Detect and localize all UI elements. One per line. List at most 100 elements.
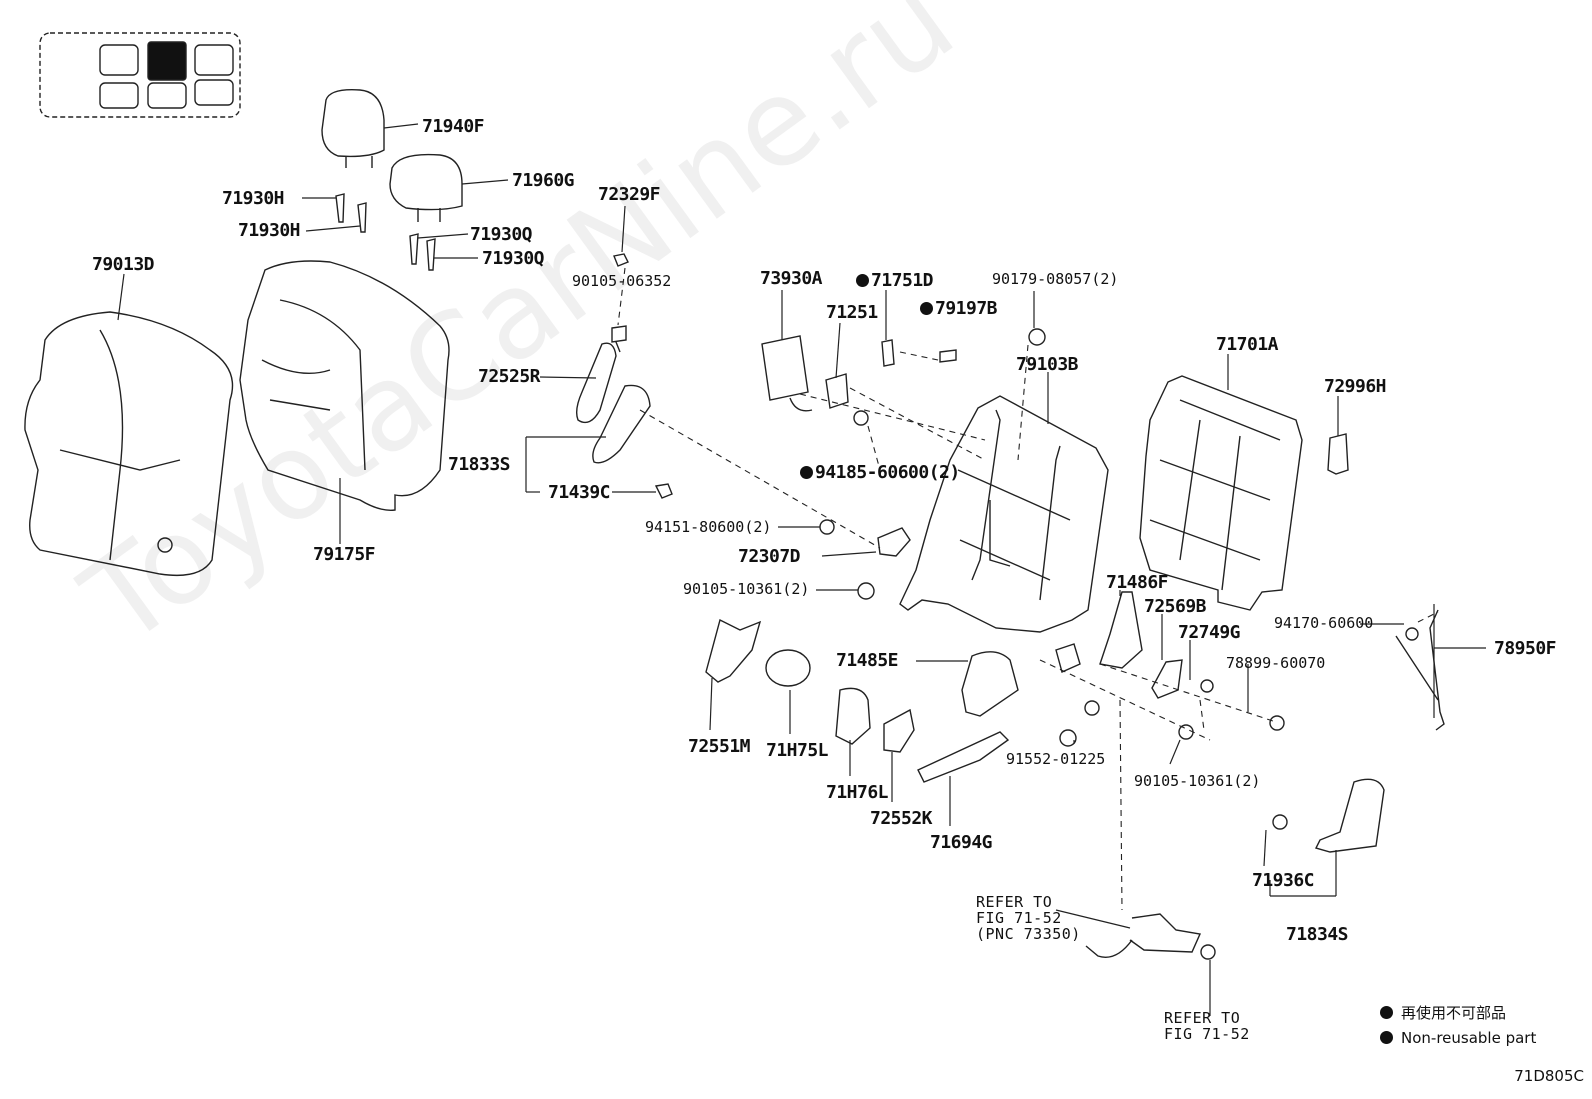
label-72569B[interactable]: 72569B — [1144, 596, 1207, 617]
part-71486F — [1099, 591, 1143, 669]
bolt-90105-10361 — [857, 582, 875, 600]
non-reusable-icon — [1380, 1031, 1393, 1044]
label-78950F[interactable]: 78950F — [1494, 638, 1557, 659]
label-71833S[interactable]: 71833S — [448, 454, 511, 475]
label-71930Q-b[interactable]: 71930Q — [482, 248, 545, 269]
legend-text-jp: 再使用不可部品 — [1401, 1004, 1507, 1022]
label-71439C[interactable]: 71439C — [548, 482, 611, 503]
refer-note-line: REFER TO — [1164, 1009, 1241, 1027]
label-72525R[interactable]: 72525R — [478, 366, 541, 387]
module-73930A — [761, 335, 813, 412]
label-71486F[interactable]: 71486F — [1106, 572, 1169, 593]
label-72996H[interactable]: 72996H — [1324, 376, 1387, 397]
bolt-78899 — [1269, 715, 1285, 731]
label-71H76L[interactable]: 71H76L — [826, 782, 889, 803]
label-71940F[interactable]: 71940F — [422, 116, 485, 137]
legend-item-jp: 再使用不可部品 — [1380, 1002, 1536, 1023]
legend: 再使用不可部品 Non-reusable part — [1380, 1002, 1536, 1053]
non-reusable-icon — [856, 274, 869, 287]
nut-94151 — [819, 519, 835, 535]
nut-94170 — [1405, 627, 1419, 641]
label-72307D[interactable]: 72307D — [738, 546, 801, 567]
clip-72329F — [613, 253, 629, 267]
cover-71834S — [1314, 778, 1385, 853]
figure-code: 71D805C — [1514, 1067, 1584, 1085]
cover-71485E — [961, 651, 1019, 717]
refer-note-fig-71-52[interactable]: REFER TO FIG 71-52 — [1164, 1010, 1250, 1042]
label-94151-80600[interactable]: 94151-80600(2) — [645, 518, 772, 536]
bolt-91552 — [1059, 729, 1077, 747]
part-72552K — [883, 708, 915, 753]
label-71251[interactable]: 71251 — [826, 302, 878, 323]
screw-90105-06352 — [611, 325, 627, 353]
cover-72525R — [575, 342, 617, 424]
refer-note-line: FIG 71-52 — [976, 909, 1062, 927]
seatback-board-71701A — [1139, 375, 1303, 611]
label-72551M[interactable]: 72551M — [688, 736, 751, 757]
clip-71936C — [1272, 814, 1288, 830]
label-79197B-text: 79197B — [935, 298, 998, 319]
label-94170-60600[interactable]: 94170-60600 — [1274, 614, 1374, 632]
nut-90179 — [1028, 328, 1046, 346]
part-72551M — [705, 618, 762, 683]
refer-note-line: (PNC 73350) — [976, 925, 1081, 943]
nut-94185 — [853, 410, 869, 426]
bracket-72307D — [877, 527, 911, 557]
bolt-90105-10361-b — [1178, 724, 1194, 740]
label-72552K[interactable]: 72552K — [870, 808, 933, 829]
label-71701A[interactable]: 71701A — [1216, 334, 1279, 355]
label-71485E[interactable]: 71485E — [836, 650, 899, 671]
refer-note-pnc-73350[interactable]: REFER TO FIG 71-52 (PNC 73350) — [976, 894, 1081, 942]
label-79103B[interactable]: 79103B — [1016, 354, 1079, 375]
label-71694G[interactable]: 71694G — [930, 832, 993, 853]
seatback-cover-79013D — [24, 311, 234, 577]
bolt-91552-b — [1084, 700, 1100, 716]
label-90179-08057[interactable]: 90179-08057(2) — [992, 270, 1119, 288]
label-78899-60070[interactable]: 78899-60070 — [1226, 654, 1326, 672]
non-reusable-icon — [920, 302, 933, 315]
leader-lines — [117, 123, 1486, 1016]
seatback-pad-79175F — [239, 260, 450, 511]
label-71930H-a[interactable]: 71930H — [222, 188, 285, 209]
label-90105-10361-b[interactable]: 90105-10361(2) — [1134, 772, 1261, 790]
pin-79197B — [939, 349, 957, 363]
part-71H76L — [835, 687, 871, 745]
seatback-frame-79103B — [899, 395, 1109, 633]
seat-position-indicator — [39, 32, 241, 118]
headrest-71960G — [389, 153, 463, 222]
label-71751D[interactable]: 71751D — [856, 270, 934, 291]
label-71936C[interactable]: 71936C — [1252, 870, 1315, 891]
cable-78950F — [1395, 609, 1445, 731]
clip-ref-fig-71-52 — [1200, 944, 1216, 960]
label-71930H-b[interactable]: 71930H — [238, 220, 301, 241]
label-94185-text: 94185-60600(2) — [815, 462, 960, 483]
part-71H75L — [765, 649, 811, 687]
spring-71751D — [881, 339, 895, 367]
label-94185-60600[interactable]: 94185-60600(2) — [800, 464, 960, 482]
nut-72749G — [1200, 679, 1214, 693]
part-72996H — [1327, 433, 1349, 475]
mechanism-79103B-lower — [1055, 643, 1081, 673]
label-79013D[interactable]: 79013D — [92, 254, 155, 275]
dashed-alignment-lines — [617, 267, 1439, 911]
headrest-71940F — [321, 89, 385, 168]
label-71834S[interactable]: 71834S — [1286, 924, 1349, 945]
label-71H75L[interactable]: 71H75L — [766, 740, 829, 761]
bracket-71694G — [917, 731, 1010, 783]
label-71751D-text: 71751D — [871, 270, 934, 291]
label-91552-01225[interactable]: 91552-01225 — [1006, 750, 1106, 768]
label-90105-06352[interactable]: 90105-06352 — [572, 272, 672, 290]
label-90105-10361-a[interactable]: 90105-10361(2) — [683, 580, 810, 598]
label-79197B[interactable]: 79197B — [920, 298, 998, 319]
label-72749G[interactable]: 72749G — [1178, 622, 1241, 643]
label-73930A[interactable]: 73930A — [760, 268, 823, 289]
label-71960G[interactable]: 71960G — [512, 170, 575, 191]
label-71930Q-a[interactable]: 71930Q — [470, 224, 533, 245]
non-reusable-icon — [1380, 1006, 1393, 1019]
label-72329F[interactable]: 72329F — [598, 184, 661, 205]
refer-note-line: REFER TO — [976, 893, 1053, 911]
legend-text-en: Non-reusable part — [1401, 1029, 1537, 1047]
label-79175F[interactable]: 79175F — [313, 544, 376, 565]
harness-73350 — [1085, 913, 1202, 958]
